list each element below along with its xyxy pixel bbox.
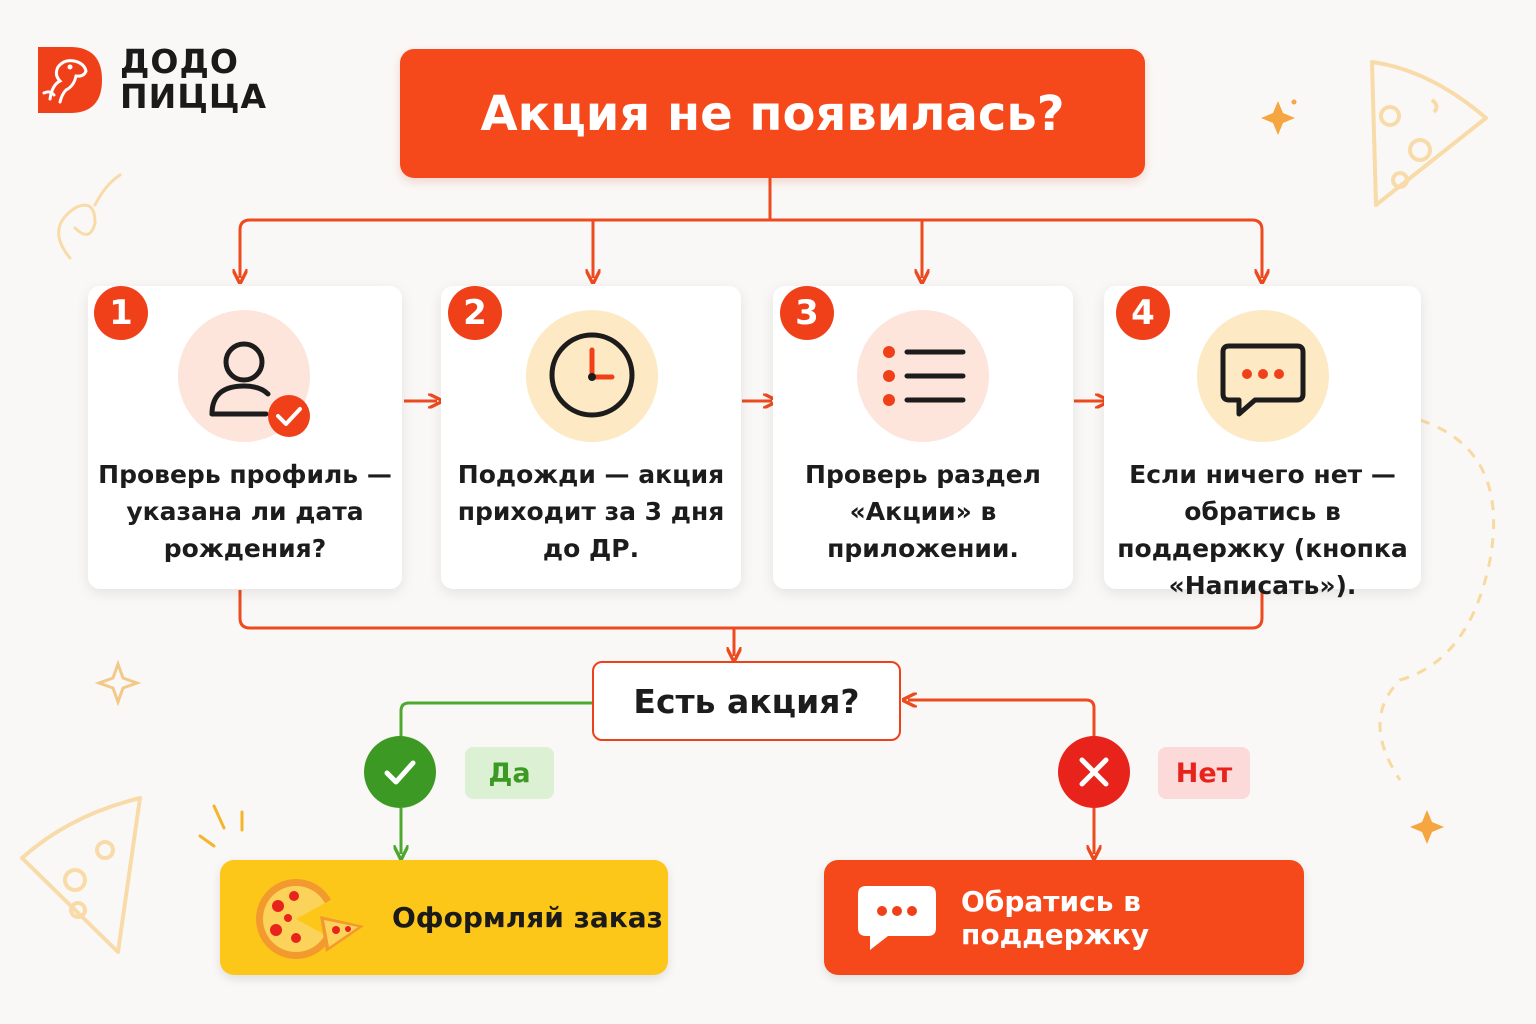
step-card-3: 3 Проверь раздел «Акции» в приложении.: [773, 286, 1073, 589]
no-cross-icon: [1058, 736, 1130, 808]
chat-icon: [856, 882, 938, 960]
step-card-4: 4 Если ничего нет — обратись в поддержку…: [1104, 286, 1421, 600]
step-number-badge: 2: [448, 286, 502, 340]
step-text: Проверь профиль — указана ли дата рожден…: [98, 460, 392, 563]
order-label: Оформляй заказ: [392, 901, 663, 934]
yes-check-icon: [364, 736, 436, 808]
decision-box: Есть акция?: [592, 661, 901, 741]
clock-icon: [526, 310, 658, 442]
step-number-badge: 3: [780, 286, 834, 340]
brand-line-1: ДОДО: [120, 42, 239, 81]
support-label: Обратись в поддержку: [961, 884, 1149, 951]
brand-line-2: ПИЦЦА: [120, 77, 268, 116]
sparkle-icon: [1261, 99, 1297, 135]
chat-icon: [1197, 310, 1329, 442]
step-number-badge: 4: [1116, 286, 1170, 340]
user-check-icon: [178, 310, 310, 442]
list-icon: [857, 310, 989, 442]
yes-label: Да: [465, 747, 554, 799]
brand-name: ДОДО ПИЦЦА: [120, 44, 267, 114]
curl-doodle-icon: [57, 173, 122, 260]
step-card-1: 1 Проверь профиль — указана ли дата рожд…: [88, 286, 402, 589]
sparkle-icon: [1410, 810, 1444, 844]
step-text: Если ничего нет — обратись в поддержку (…: [1117, 460, 1408, 600]
order-outcome: Оформляй заказ: [220, 860, 668, 975]
pizza-slice-doodle-icon: [1370, 60, 1488, 207]
dodo-logo-icon: [34, 43, 104, 117]
pizza-icon: [252, 874, 368, 968]
step-number-badge: 1: [94, 286, 148, 340]
support-outcome: Обратись в поддержку: [824, 860, 1304, 975]
burst-lines-icon: [198, 804, 244, 848]
step-card-2: 2 Подожди — акция приходит за 3 дня до Д…: [441, 286, 741, 589]
page-title: Акция не появилась?: [400, 49, 1145, 178]
pizza-slice-doodle-icon: [20, 796, 142, 954]
step-text: Подожди — акция приходит за 3 дня до ДР.: [457, 460, 725, 563]
sparkle-outline-icon: [94, 659, 142, 707]
step-text: Проверь раздел «Акции» в приложении.: [805, 460, 1041, 563]
no-label: Нет: [1158, 747, 1250, 799]
